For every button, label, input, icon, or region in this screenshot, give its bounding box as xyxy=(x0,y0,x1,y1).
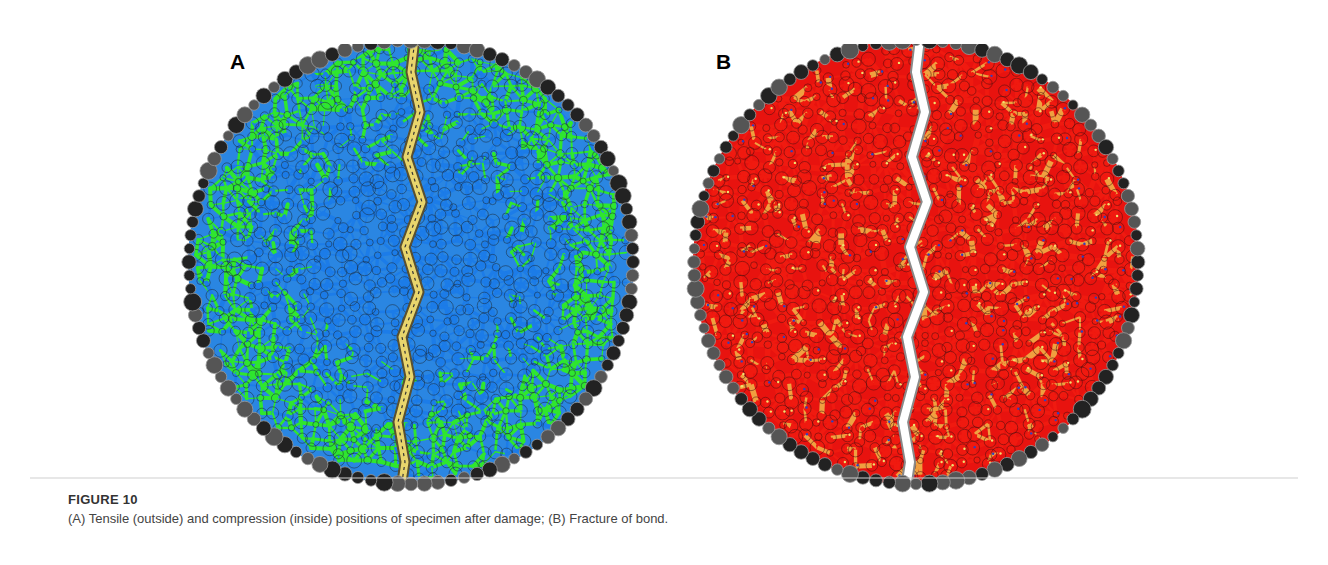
contact-force xyxy=(506,179,525,180)
contact-force xyxy=(273,307,275,324)
contact-force xyxy=(326,333,338,334)
contact-force xyxy=(493,240,494,258)
contact-force xyxy=(522,151,523,163)
contact-force xyxy=(483,163,497,164)
contact-force xyxy=(546,319,547,338)
contact-force xyxy=(284,124,302,125)
contact-force xyxy=(209,252,211,266)
contact-force xyxy=(509,280,510,295)
contact-force xyxy=(459,97,473,98)
contact-force xyxy=(481,266,496,267)
contact-force xyxy=(380,96,390,97)
contact-force xyxy=(210,189,211,205)
contact-force xyxy=(442,165,457,166)
contact-force xyxy=(233,319,251,320)
contact-force xyxy=(310,291,311,306)
contact-force xyxy=(401,174,402,189)
contact-force xyxy=(350,230,364,231)
contact-force xyxy=(522,343,523,358)
contact-force xyxy=(222,242,223,259)
contact-force xyxy=(466,280,468,298)
contact-force xyxy=(336,72,337,86)
contact-force xyxy=(314,266,315,284)
contact-force xyxy=(494,345,495,360)
contact-force xyxy=(505,100,523,101)
contact-force xyxy=(613,282,614,298)
contact-force xyxy=(366,348,369,361)
contact-force xyxy=(312,136,313,155)
contact-force xyxy=(287,331,304,332)
contact-force xyxy=(338,178,353,181)
contact-force xyxy=(482,318,484,336)
contact-force xyxy=(558,176,575,178)
contact-force xyxy=(586,344,587,360)
contact-force xyxy=(353,332,355,351)
contact-force xyxy=(549,193,565,195)
contact-force xyxy=(381,348,382,361)
contact-force xyxy=(498,177,499,195)
contact-force xyxy=(324,293,341,295)
contact-force xyxy=(311,231,312,244)
contact-force xyxy=(349,71,363,72)
contact-force xyxy=(610,216,612,229)
contact-force xyxy=(312,189,331,190)
contact-force xyxy=(472,78,473,91)
contact-force xyxy=(364,163,379,164)
contact-force xyxy=(208,308,209,324)
contact-force xyxy=(364,148,366,163)
contact-force xyxy=(353,149,354,167)
contact-force xyxy=(466,297,468,309)
contact-force xyxy=(250,213,262,214)
contact-force xyxy=(275,255,291,256)
contact-force xyxy=(376,255,377,270)
contact-force xyxy=(260,214,262,233)
contact-force xyxy=(336,86,337,100)
contact-force xyxy=(522,111,539,112)
contact-force xyxy=(520,268,521,285)
contact-force xyxy=(441,213,456,214)
contact-force xyxy=(571,137,588,139)
contact-force xyxy=(274,190,290,191)
contact-force xyxy=(196,240,198,255)
contact-force xyxy=(209,331,222,332)
contact-force xyxy=(598,191,599,206)
specimen-force-chains xyxy=(182,22,640,502)
contact-force xyxy=(571,137,572,154)
contact-force xyxy=(259,333,260,348)
contact-force xyxy=(349,110,350,127)
contact-force xyxy=(507,110,522,112)
contact-force xyxy=(392,227,394,241)
contact-force xyxy=(625,240,626,252)
contact-force xyxy=(327,284,343,285)
contact-force xyxy=(467,188,469,203)
contact-force xyxy=(522,191,524,207)
contact-force xyxy=(376,331,395,332)
contact-force xyxy=(573,229,588,230)
contact-force xyxy=(288,204,305,206)
contact-force xyxy=(560,135,561,153)
contact-force xyxy=(299,175,300,190)
contact-force xyxy=(468,280,485,282)
contact-force xyxy=(275,99,276,113)
contact-force xyxy=(350,125,365,126)
